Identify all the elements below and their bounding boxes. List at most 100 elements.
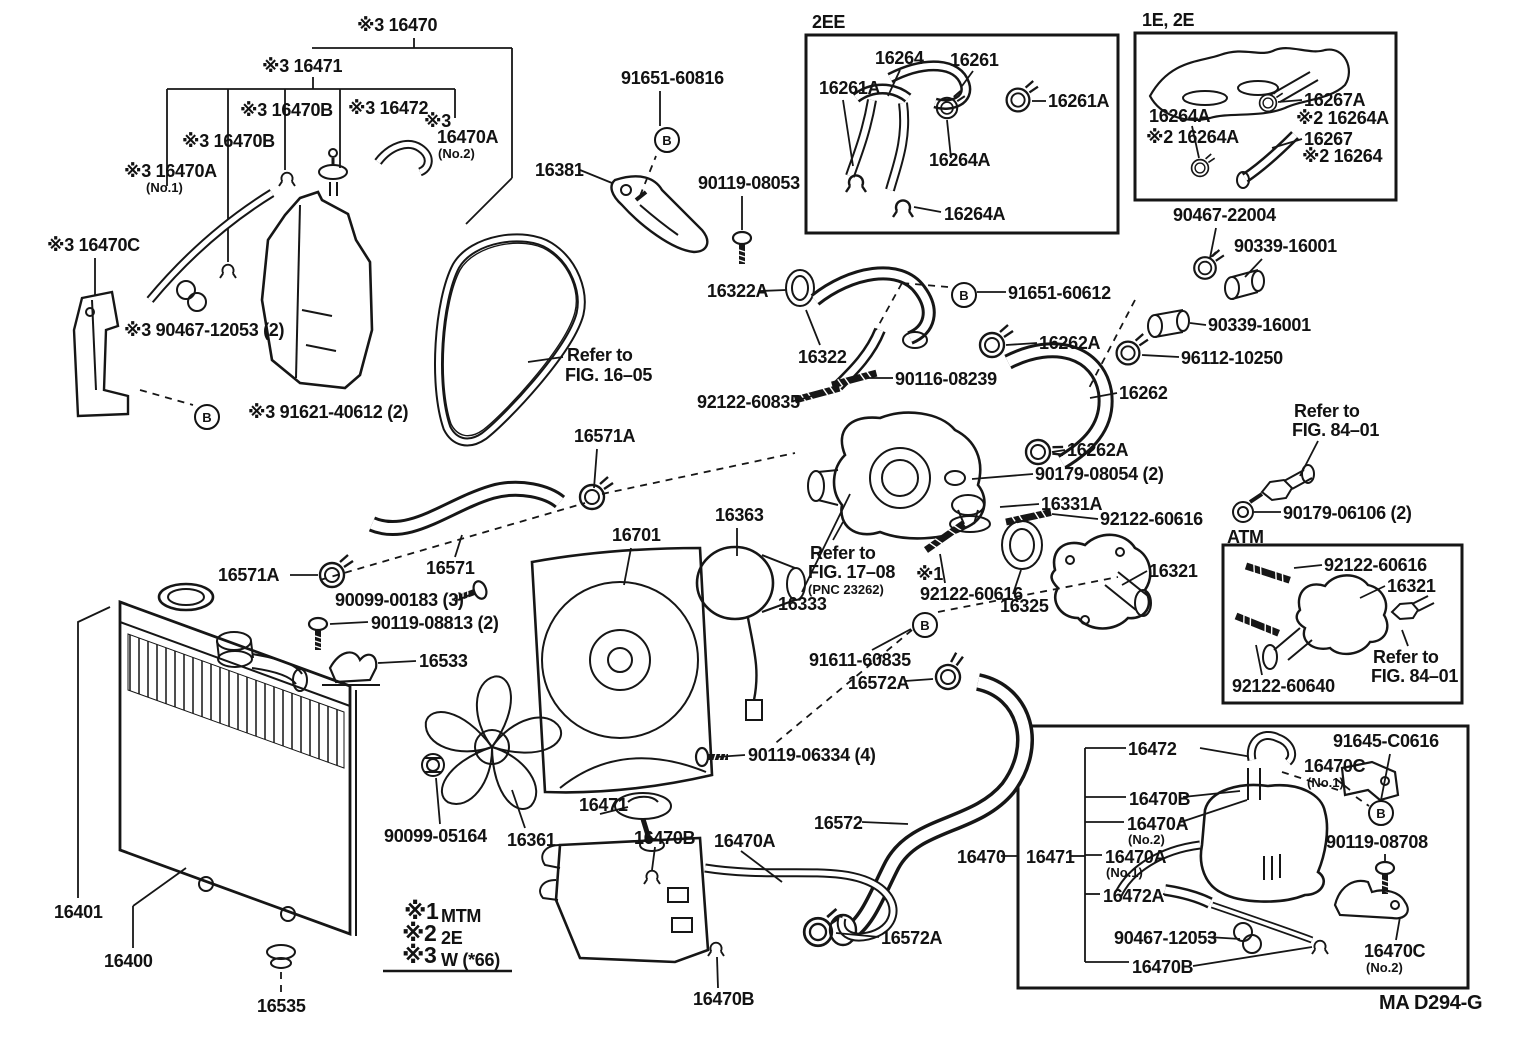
reservoir-bottle-lower [539,792,710,964]
part-label: ATM [1227,527,1264,547]
part-label: ※2 [402,920,437,946]
bushing-90339-16001-b [1147,309,1190,338]
br-clamp-90467-12053 [1233,922,1262,954]
part-label: 90116-08239 [895,369,997,389]
part-label: 16361 [507,830,556,850]
part-label: 2E [441,928,463,948]
part-label: 90339-16001 [1208,315,1311,335]
sensor-fig84 [1248,464,1315,504]
part-label: 16470B [1132,957,1194,977]
bracket-16533 [322,651,380,686]
part-label: FIG. 84–01 [1371,666,1459,686]
part-label: ※3 16470 [357,15,438,35]
part-label: ※2 16264A [1296,108,1389,128]
variant-box-atm [1221,543,1464,705]
part-label: 16261A [819,78,881,98]
drive-belt [434,233,586,447]
part-label: 90179-06106 (2) [1283,503,1412,523]
part-label: Refer to [1294,401,1360,421]
circled-letter-marker: B [654,127,680,153]
part-label: 16470A [1127,814,1189,834]
part-label: FIG. 16–05 [565,365,653,385]
part-label: 16470C [1304,756,1366,776]
fan-motor-16363 [695,545,806,721]
variant-box-2ee [804,33,1120,235]
part-label: 16535 [257,996,306,1016]
part-label: MTM [441,906,482,926]
part-label: 16381 [535,160,584,180]
part-label: 16321 [1387,576,1436,596]
part-label: 16470A [714,831,776,851]
part-label: 16261 [950,50,999,70]
part-label: ※3 91621-40612 (2) [248,402,409,422]
circled-letter-marker: B [951,282,977,308]
part-label: ※2 16264 [1302,146,1383,166]
group-bracket-16470 [94,38,513,295]
part-label: 16322A [707,281,769,301]
part-label: 16264A [944,204,1006,224]
part-label: 91651-60612 [1008,283,1111,303]
part-label: 16264A [1149,106,1211,126]
part-label: 92122-60616 [920,584,1023,604]
part-label: ※3 16470B [240,100,333,120]
part-label: 90119-08053 [698,173,800,193]
part-label: 92122-60616 [1324,555,1427,575]
part-label: Refer to [567,345,633,365]
part-label: 90339-16001 [1234,236,1337,256]
circled-letter-marker: B [194,404,220,430]
part-label: 2EE [812,12,846,32]
part-label: ※2 16264A [1146,127,1239,147]
dashed-lines [139,155,1370,992]
part-label: 16701 [612,525,661,545]
water-outlet-16321 [1050,533,1152,630]
part-label: 16571A [574,426,636,446]
part-label: 16267A [1304,90,1366,110]
cap-90179-08054 [944,470,966,486]
variant-box-reservoir [1016,724,1470,990]
nut-90179-06106 [1232,501,1254,523]
bracket-16470c [72,290,130,418]
part-label: 16470A [1105,847,1167,867]
part-label: ※3 [402,942,437,968]
part-label: 16363 [715,505,764,525]
1e2e-manifold [1148,47,1350,189]
part-label: 16264A [929,150,991,170]
thermostat-16331a [949,494,991,533]
part-label: 16262 [1119,383,1168,403]
br-bracket-16470c-no2 [1333,879,1409,920]
part-label: 92122-60640 [1232,676,1335,696]
part-label: 16572A [848,673,910,693]
part-label: 16470 [957,847,1006,867]
part-label: 91611-60835 [809,650,911,670]
part-label: 16325 [1000,596,1049,616]
part-label: FIG. 17–08 [808,562,896,582]
part-label: ※1 [916,564,943,584]
part-label: 16470B [1129,789,1191,809]
part-label: ※3 [424,111,451,131]
part-label: 90119-08813 (2) [371,613,499,633]
part-label: ※3 16470B [182,131,275,151]
part-label: ※3 16470C [47,235,140,255]
part-label: 16470B [693,989,755,1009]
part-label: 91645-C0616 [1333,731,1439,751]
part-label: 1E, 2E [1142,10,1195,30]
circled-letter-marker: B [912,612,938,638]
part-label: (No.1) [1106,865,1143,880]
part-label: (No.2) [1366,960,1403,975]
part-label: 16572 [814,813,863,833]
part-label: (No.2) [438,146,475,161]
part-label: 16322 [798,347,847,367]
part-label: W (*66) [441,950,500,970]
part-label: 96112-10250 [1181,348,1283,368]
br-reservoir-tank [1199,731,1329,903]
part-label: 16472 [1128,739,1177,759]
part-label: (No.1) [146,180,183,195]
bushing-90339-16001-a [1224,269,1265,300]
part-label: 16571 [426,558,475,578]
part-label: 90467-12053 [1114,928,1217,948]
bracket-16381 [610,175,709,254]
part-label: 16471 [1026,847,1075,867]
